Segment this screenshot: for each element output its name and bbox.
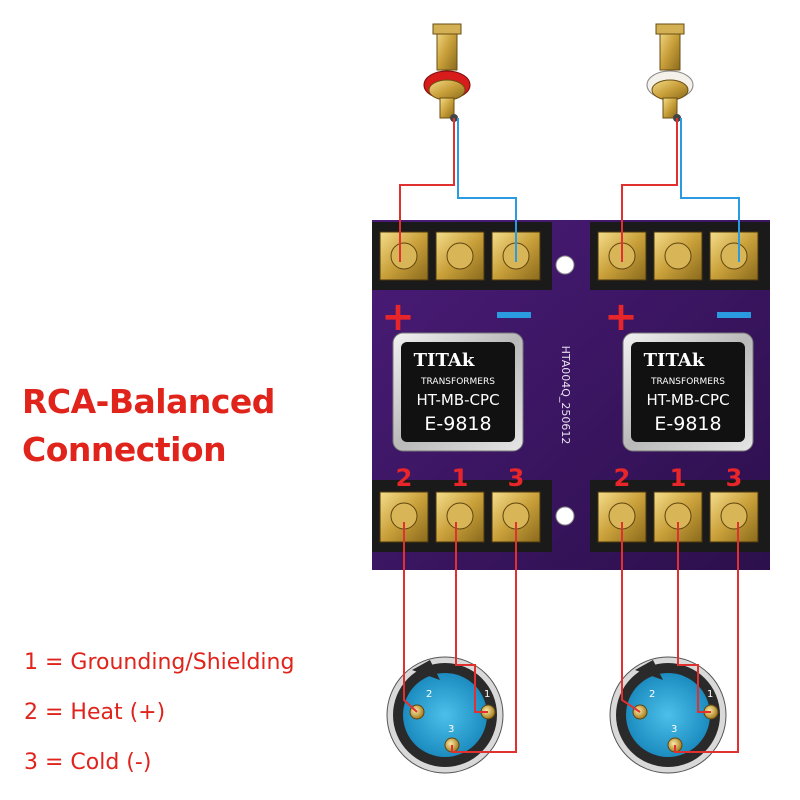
xlr-pin-2: 2 xyxy=(426,689,432,700)
transformer-right: TITAk TRANSFORMERS HT-MB-CPC E-9818 xyxy=(622,332,754,452)
xlr-pin-2: 2 xyxy=(649,689,655,700)
xlr-pin-1: 1 xyxy=(484,689,490,700)
plus-mark-right: + xyxy=(604,294,638,340)
terminal-block-top-right xyxy=(590,222,770,290)
mount-hole-top xyxy=(555,255,575,275)
legend-item-3: 3 = Cold (-) xyxy=(24,750,152,775)
title-line-1: RCA-Balanced xyxy=(22,382,275,421)
legend-item-1: 1 = Grounding/Shielding xyxy=(24,650,295,675)
transformer-part: E-9818 xyxy=(654,413,721,435)
mount-hole-bottom xyxy=(555,506,575,526)
transformer-sub: TRANSFORMERS xyxy=(650,377,725,387)
pin-label-left-1: 1 xyxy=(452,464,469,492)
output-wires xyxy=(403,522,739,753)
title-line-2: Connection xyxy=(22,430,227,469)
minus-mark-right xyxy=(717,312,751,318)
transformer-part: E-9818 xyxy=(424,413,491,435)
transformer-brand: TITAk xyxy=(644,350,705,371)
terminal-block-top-left xyxy=(372,222,552,290)
pin-label-left-3: 3 xyxy=(508,464,525,492)
board-label: HTA004Q_250612 xyxy=(559,346,572,445)
pin-label-right-3: 3 xyxy=(726,464,743,492)
minus-mark-left xyxy=(497,312,531,318)
xlr-connector-left: 2 1 3 xyxy=(386,656,504,774)
pin-label-left-2: 2 xyxy=(396,464,413,492)
transformer-brand: TITAk xyxy=(414,350,475,371)
transformer-model: HT-MB-CPC xyxy=(416,391,499,409)
xlr-pin-1: 1 xyxy=(707,689,713,700)
plus-mark-left: + xyxy=(381,294,415,340)
input-wires xyxy=(399,118,740,262)
legend-item-2: 2 = Heat (+) xyxy=(24,700,166,725)
transformer-model: HT-MB-CPC xyxy=(646,391,729,409)
xlr-pin-3: 3 xyxy=(448,724,454,735)
pin-label-right-2: 2 xyxy=(614,464,631,492)
transformer-sub: TRANSFORMERS xyxy=(420,377,495,387)
xlr-connector-right: 2 1 3 xyxy=(609,656,727,774)
rca-jack-right xyxy=(646,23,694,122)
transformer-left: TITAk TRANSFORMERS HT-MB-CPC E-9818 xyxy=(392,332,524,452)
pin-label-right-1: 1 xyxy=(670,464,687,492)
xlr-pin-3: 3 xyxy=(671,724,677,735)
rca-jack-left xyxy=(423,23,471,122)
